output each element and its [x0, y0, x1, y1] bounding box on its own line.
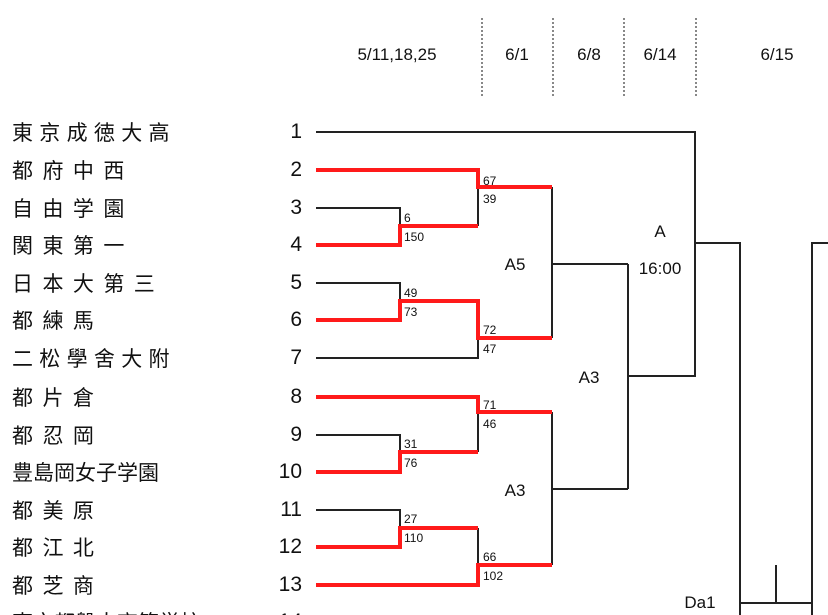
score: 76: [404, 456, 418, 470]
score: 150: [404, 230, 425, 244]
winner-path: [316, 526, 478, 549]
winner-path: [316, 224, 478, 247]
team-number: 13: [278, 573, 302, 596]
score: 110: [404, 531, 424, 545]
team-number: 3: [290, 196, 302, 219]
team-name: 関東第一: [12, 235, 134, 258]
team-name: 都練馬: [12, 310, 104, 333]
team-entry: 都美原 11: [12, 495, 302, 525]
team-name: 日本大第三: [12, 273, 165, 296]
winner-path: [316, 395, 552, 414]
team-number: 11: [280, 498, 302, 521]
team-entry: 都府中西 2: [12, 155, 302, 185]
score: 71: [483, 398, 497, 412]
match-label: A3: [504, 481, 526, 500]
score: 39: [483, 192, 497, 206]
team-entry: 二松學舍大附 7: [12, 343, 302, 373]
score: 46: [483, 417, 497, 431]
match-time: 16:00: [638, 259, 682, 278]
team-number: 1: [290, 120, 302, 143]
team-entry: 都練馬 6: [12, 305, 302, 335]
team-entry: 東京都盤大高等学校14: [12, 607, 302, 615]
team-entry: 関東第一 4: [12, 230, 302, 260]
date-separator: [481, 18, 483, 96]
team-entry: 都忍岡 9: [12, 420, 302, 450]
team-entry: 都片倉 8: [12, 382, 302, 412]
date-separator: [695, 18, 697, 96]
score: 102: [483, 569, 504, 583]
bracket-line: [316, 131, 696, 377]
team-name: 自由学園: [12, 198, 134, 221]
team-number: 7: [290, 346, 302, 369]
match-label: A5: [504, 255, 526, 274]
team-number: 12: [278, 535, 302, 558]
team-name: 都芝商: [12, 575, 104, 598]
score: 72: [483, 323, 497, 337]
bracket-line: [316, 282, 401, 301]
team-entry: 日本大第三 5: [12, 268, 302, 298]
bracket-line: [316, 509, 401, 528]
bracket-line: [316, 338, 479, 359]
bracket-line: [316, 434, 401, 452]
team-number: 8: [290, 385, 302, 408]
date-round3: 6/8: [577, 45, 601, 64]
team-name: 都美原: [12, 500, 104, 523]
score: 47: [483, 342, 497, 356]
team-number: 5: [290, 271, 302, 294]
date-separator: [552, 18, 554, 96]
team-name: 都江北: [12, 537, 104, 560]
team-name: 二松學舍大附: [12, 348, 176, 371]
score: 49: [404, 286, 418, 300]
winner-path: [316, 450, 478, 474]
score: 31: [404, 437, 418, 451]
team-name: 都片倉: [12, 387, 104, 410]
match-label: A: [654, 222, 666, 241]
match-label: Da1: [684, 593, 716, 612]
team-entry: 自由学園 3: [12, 193, 302, 223]
team-entry: 都芝商 13: [12, 570, 302, 600]
team-number: 6: [290, 308, 302, 331]
team-name: 豊島岡女子学園: [12, 462, 159, 485]
team-name: 都忍岡: [12, 425, 104, 448]
team-entry: 豊島岡女子学園 10: [12, 457, 302, 487]
date-round1: 5/11,18,25: [357, 45, 437, 64]
team-name: 東京成徳大高: [12, 122, 176, 145]
team-name: 都府中西: [12, 160, 134, 183]
date-round5: 6/15: [760, 45, 794, 64]
score: 66: [483, 550, 497, 564]
bracket-line: [316, 207, 401, 226]
score: 67: [483, 174, 497, 188]
score: 27: [404, 512, 418, 526]
team-number: 9: [290, 423, 302, 446]
team-entry: 都江北 12: [12, 532, 302, 562]
date-separator: [623, 18, 625, 96]
team-name: 東京都盤大高等学校: [12, 607, 262, 615]
score: 73: [404, 305, 418, 319]
winner-path: [316, 168, 552, 189]
bracket-line: [695, 242, 828, 604]
team-entry: 東京成徳大高 1: [12, 117, 302, 147]
score: 6: [404, 211, 411, 225]
team-number: 2: [290, 158, 302, 181]
team-number: 10: [278, 460, 302, 483]
team-number: 14: [262, 610, 302, 615]
winner-path: [316, 299, 552, 340]
match-label: A3: [578, 368, 600, 387]
date-round4: 6/14: [643, 45, 677, 64]
date-round2: 6/1: [505, 45, 529, 64]
winner-path: [316, 563, 552, 587]
team-number: 4: [290, 233, 302, 256]
